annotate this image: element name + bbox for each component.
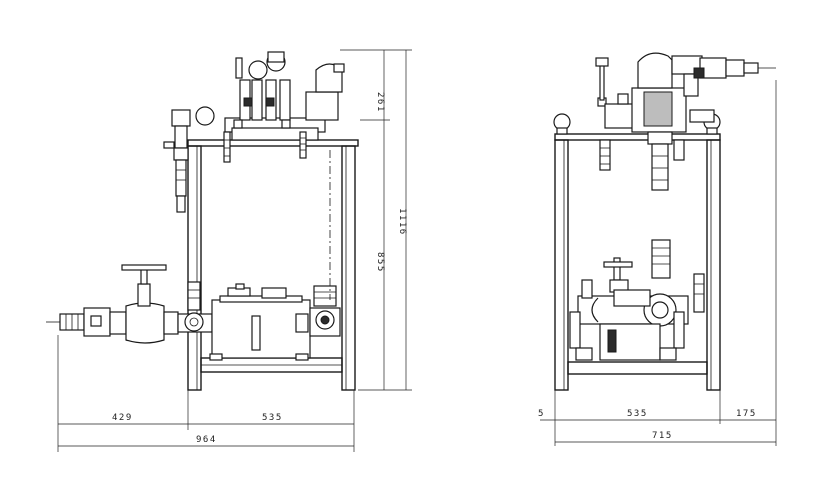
- front-view: 261 855 1116 429 535 964: [46, 49, 412, 452]
- front-left-gauge-assembly: [163, 106, 215, 213]
- side-hoses: [599, 139, 685, 191]
- side-view: 5 535 175 715: [538, 52, 777, 446]
- dim-upper-height: 261: [375, 92, 385, 113]
- dim-side-right-offset: 175: [736, 409, 757, 419]
- side-top-valve-assembly: [595, 52, 776, 145]
- front-pump-body: [209, 283, 341, 361]
- front-frame: [187, 139, 359, 391]
- dim-front-frame-width: 535: [262, 413, 283, 423]
- dim-side-left-offset: 5: [538, 409, 545, 419]
- side-horizontal-dimensions: [540, 80, 777, 446]
- dim-total-height: 1116: [397, 208, 407, 236]
- front-inlet-piping: [59, 264, 213, 344]
- side-pump-assembly: [569, 239, 705, 361]
- front-vertical-dimensions: [340, 49, 412, 391]
- dim-inlet-offset: 429: [112, 413, 133, 423]
- front-top-manifold: [223, 51, 345, 163]
- dim-side-frame-width: 535: [627, 409, 648, 419]
- dim-frame-height: 855: [375, 252, 385, 273]
- dim-overall-width-front: 964: [196, 435, 217, 445]
- dim-overall-width-side: 715: [652, 431, 673, 441]
- front-horizontal-dimensions: [57, 335, 355, 452]
